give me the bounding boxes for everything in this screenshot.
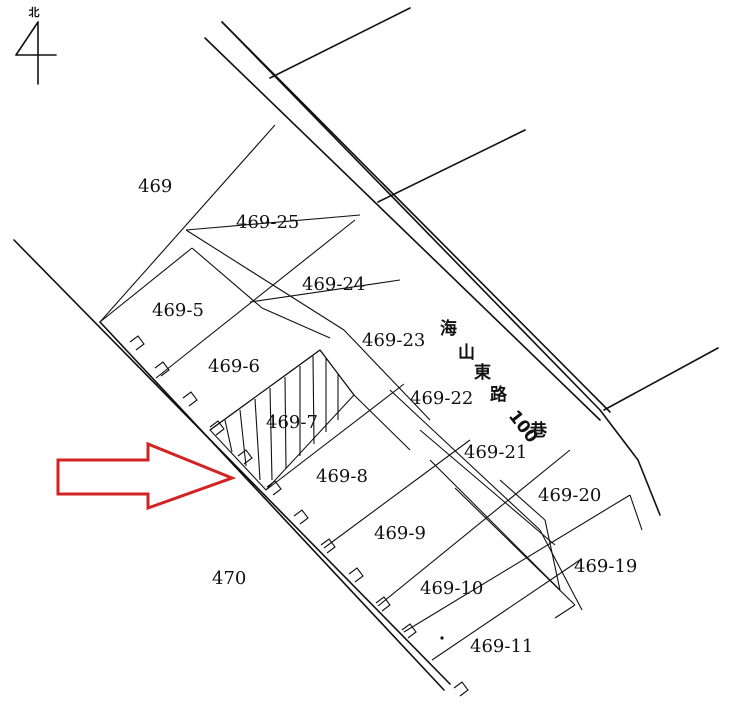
road-char-5: 巷 — [529, 420, 548, 441]
label-469-7: 469-7 — [266, 412, 318, 433]
parcel-boundaries — [99, 124, 643, 661]
label-469-10: 469-10 — [420, 578, 483, 599]
survey-dot — [440, 636, 444, 640]
label-470: 470 — [212, 568, 246, 589]
road-name: 海 山 東 路 100 巷 — [440, 318, 548, 447]
label-469-6: 469-6 — [208, 356, 260, 377]
road-char-4: 路 — [490, 384, 508, 405]
north-arrow-icon: 北 — [15, 5, 57, 85]
label-469-11: 469-11 — [470, 636, 533, 657]
frontage-notches — [129, 335, 469, 697]
road-char-3: 東 — [474, 362, 491, 383]
label-469-8: 469-8 — [316, 466, 368, 487]
label-469-5: 469-5 — [152, 300, 204, 321]
label-469-25: 469-25 — [236, 212, 299, 233]
hatched-parcel-469-7 — [209, 349, 355, 491]
red-pointer-arrow-icon — [56, 441, 237, 511]
parcel-labels: 469 469-25 469-24 469-23 469-22 469-21 4… — [138, 176, 637, 657]
label-469-24: 469-24 — [302, 274, 365, 295]
road-char-1: 海 — [440, 318, 457, 339]
road-lines — [204, 7, 719, 516]
label-469-21: 469-21 — [464, 442, 527, 463]
frontage-line — [13, 239, 451, 691]
label-469: 469 — [138, 176, 172, 197]
label-469-22: 469-22 — [410, 388, 473, 409]
north-label: 北 — [29, 5, 40, 19]
label-469-9: 469-9 — [374, 523, 426, 544]
label-469-20: 469-20 — [538, 485, 601, 506]
label-469-23: 469-23 — [362, 330, 425, 351]
road-char-2: 山 — [458, 343, 475, 363]
label-469-19: 469-19 — [574, 556, 637, 577]
